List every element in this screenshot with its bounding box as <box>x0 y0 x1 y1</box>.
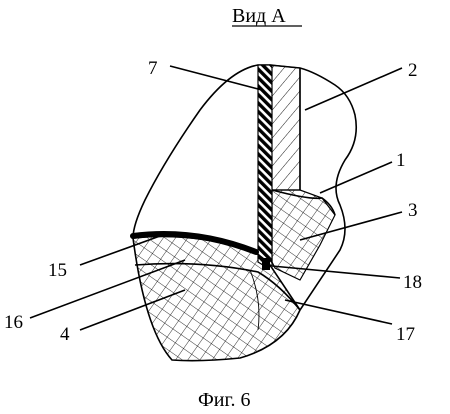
callout-15: 15 <box>48 260 67 281</box>
leader-1 <box>319 161 393 194</box>
leader-7 <box>169 65 263 91</box>
callout-7: 7 <box>148 58 158 79</box>
leader-2 <box>304 67 403 111</box>
callout-2: 2 <box>408 60 418 81</box>
leader-4 <box>79 289 186 331</box>
part-7-strip <box>257 64 273 269</box>
part-1-seam <box>271 189 336 216</box>
callout-18: 18 <box>403 272 422 293</box>
part-16-seam <box>134 262 301 311</box>
callout-3: 3 <box>408 200 418 221</box>
view-title: Вид А <box>232 5 286 27</box>
part-2-region <box>269 64 301 191</box>
leader-3 <box>299 211 403 241</box>
figure-caption: Фиг. 6 <box>198 389 250 411</box>
callout-1: 1 <box>396 150 406 171</box>
part-17-seam <box>249 269 260 331</box>
leader-17 <box>284 299 393 325</box>
leader-15 <box>79 235 161 266</box>
callout-16: 16 <box>4 312 23 333</box>
leader-18 <box>271 265 401 279</box>
callout-4: 4 <box>60 324 70 345</box>
leader-16 <box>29 259 186 319</box>
part-3-region <box>271 189 336 281</box>
part-15-seam <box>130 231 259 255</box>
callout-17: 17 <box>396 324 415 345</box>
